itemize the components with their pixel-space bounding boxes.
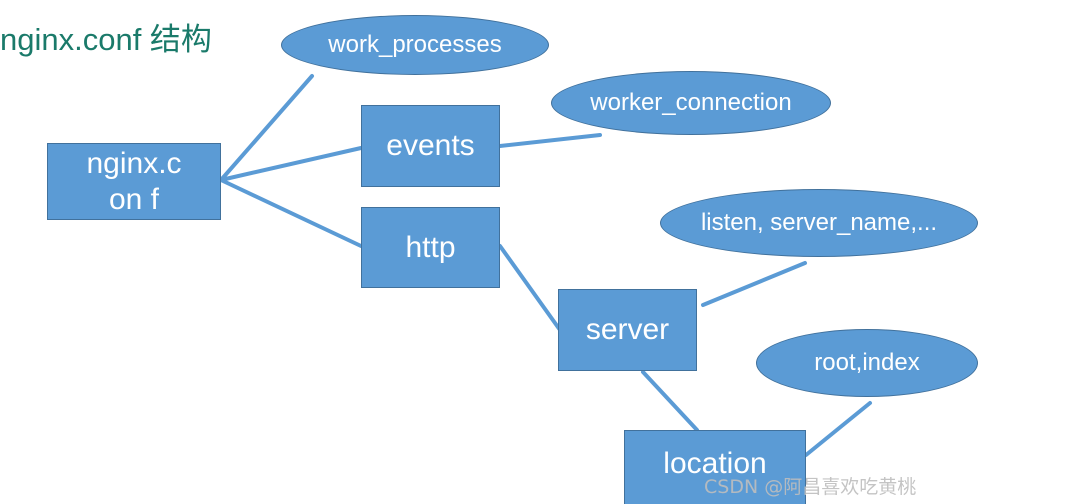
oval-worker-connection-label: worker_connection xyxy=(590,89,792,116)
oval-listen-server-name-label: listen, server_name,... xyxy=(700,209,938,236)
node-nginx-conf: nginx.con f xyxy=(47,143,221,220)
connector-server-location xyxy=(641,370,699,432)
node-events-label: events xyxy=(386,129,475,162)
node-location-label: location xyxy=(663,447,767,480)
connector-server-listen xyxy=(701,261,807,307)
diagram-title: nginx.conf 结构 xyxy=(0,22,212,57)
node-server-label: server xyxy=(585,313,670,346)
node-server: server xyxy=(558,289,697,371)
csdn-watermark: CSDN @阿昌喜欢吃黄桃 xyxy=(704,476,917,498)
oval-root-index-label: root,index xyxy=(814,349,920,376)
oval-work-processes: work_processes xyxy=(281,15,549,75)
node-http-label: http xyxy=(405,230,456,264)
connector-root-work-processes xyxy=(219,74,314,182)
connector-root-http xyxy=(219,178,363,248)
connector-location-root-index xyxy=(804,401,872,457)
oval-root-index: root,index xyxy=(756,329,978,397)
oval-work-processes-label: work_processes xyxy=(328,31,502,58)
node-events: events xyxy=(361,105,500,187)
connector-events-worker-connection xyxy=(498,133,602,148)
connector-http-server xyxy=(498,244,562,332)
connector-root-events xyxy=(219,146,363,182)
node-http: http xyxy=(361,207,500,288)
oval-worker-connection: worker_connection xyxy=(551,71,831,135)
node-location: location xyxy=(624,430,806,504)
node-nginx-conf-label: nginx.con f xyxy=(86,146,182,216)
oval-listen-server-name: listen, server_name,... xyxy=(660,189,978,257)
